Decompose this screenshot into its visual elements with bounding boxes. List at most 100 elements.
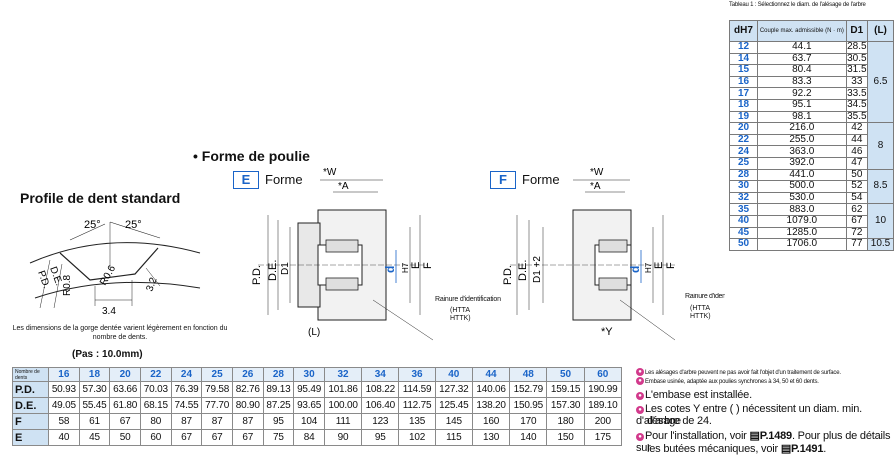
- value-cell: 190.99: [583, 381, 623, 398]
- torque-cell: 44.1: [757, 41, 847, 54]
- value-cell: 82.76: [231, 381, 264, 398]
- bore-cell: 20: [729, 122, 758, 135]
- forme-f-word: Forme: [522, 172, 560, 187]
- note-5-text-d: .: [823, 443, 827, 455]
- value-cell: 175: [583, 429, 623, 446]
- note-5-ref[interactable]: P.1489: [759, 430, 792, 442]
- bore-cell: 19: [729, 110, 758, 124]
- d1-cell: 30.5: [845, 52, 869, 66]
- note-4-cont: d'arbre de 24.: [647, 415, 712, 427]
- teeth-count-cell: 25: [201, 367, 233, 382]
- value-cell: 130: [471, 429, 511, 446]
- value-cell: 67: [201, 429, 233, 446]
- l-cell: 10.5: [867, 238, 894, 251]
- teeth-count-cell: 26: [231, 367, 264, 382]
- f-groove-label: Rainure d'identificat: [685, 293, 725, 300]
- note-5-ref2[interactable]: P.1491: [791, 443, 824, 455]
- f-code-label: (HTTA HTTK): [690, 305, 711, 320]
- value-cell: 189.10: [583, 397, 623, 414]
- value-cell: 87: [170, 413, 203, 430]
- radius-label-2: R0.8: [62, 274, 73, 296]
- angle-label-2: 25°: [125, 219, 142, 231]
- e-l-label: (L): [308, 327, 320, 338]
- row-label: E: [12, 429, 49, 446]
- d1-cell: 33.5: [845, 87, 869, 100]
- f-d-label: d: [628, 266, 642, 273]
- value-cell: 67: [170, 429, 203, 446]
- torque-cell: 1285.0: [757, 226, 847, 240]
- d1-cell: 67: [845, 214, 869, 228]
- torque-cell: 255.0: [757, 133, 847, 147]
- e-e-label: E: [410, 262, 422, 269]
- value-cell: 159.15: [546, 381, 585, 398]
- d1-cell: 50: [845, 168, 869, 182]
- bore-cell: 24: [729, 145, 758, 158]
- value-cell: 45: [78, 429, 111, 446]
- value-cell: 108.22: [361, 381, 400, 398]
- f-a-label: *A: [590, 181, 601, 192]
- value-cell: 123: [361, 413, 400, 430]
- torque-cell: 95.1: [757, 98, 847, 112]
- value-cell: 61.80: [109, 397, 141, 414]
- value-cell: 70.03: [139, 381, 172, 398]
- value-cell: 74.55: [170, 397, 203, 414]
- profile-pitch: (Pas : 10.0mm): [72, 349, 143, 360]
- torque-cell: 530.0: [757, 191, 847, 205]
- value-cell: 157.30: [546, 397, 585, 414]
- row-label: P.D.: [12, 381, 49, 398]
- teeth-count-cell: 34: [361, 367, 400, 382]
- l-cell: 8.5: [867, 168, 894, 205]
- teeth-count-cell: 16: [48, 367, 80, 382]
- e-de-label: D.E.: [267, 260, 279, 281]
- value-cell: 95: [361, 429, 400, 446]
- value-cell: 67: [231, 429, 264, 446]
- value-cell: 87: [231, 413, 264, 430]
- d1-cell: 42: [845, 122, 869, 135]
- bore-cell: 25: [729, 156, 758, 170]
- value-cell: 80.90: [231, 397, 264, 414]
- teeth-count-cell: 30: [293, 367, 325, 382]
- d1-cell: 62: [845, 203, 869, 216]
- bore-cell: 22: [729, 133, 758, 147]
- f-f-label: F: [665, 262, 677, 269]
- bore-cell: 14: [729, 52, 758, 66]
- bore-cell: 40: [729, 214, 758, 228]
- note-5-text-a: Pour l'installation, voir: [645, 430, 747, 442]
- value-cell: 138.20: [471, 397, 511, 414]
- d1-cell: 46: [845, 145, 869, 158]
- teeth-count-cell: 18: [78, 367, 111, 382]
- pin-icon: ●: [636, 392, 644, 400]
- e-code-label: (HTTA HTTK): [450, 307, 471, 322]
- bore-cell: 50: [729, 238, 758, 251]
- value-cell: 40: [48, 429, 80, 446]
- bore-cell: 16: [729, 75, 758, 89]
- forme-e-letter: E: [233, 171, 259, 189]
- d1-cell: 28.5: [845, 41, 869, 54]
- d1-cell: 52: [845, 180, 869, 193]
- value-cell: 106.40: [361, 397, 400, 414]
- torque-cell: 83.3: [757, 75, 847, 89]
- shaft-table-caption: Tableau 1 : Sélectionnez le diam. de l'a…: [729, 2, 866, 8]
- value-cell: 170: [509, 413, 548, 430]
- value-cell: 77.70: [201, 397, 233, 414]
- value-cell: 87: [201, 413, 233, 430]
- bore-cell: 15: [729, 64, 758, 77]
- teeth-count-cell: 28: [262, 367, 295, 382]
- bore-cell: 28: [729, 168, 758, 182]
- value-cell: 80: [139, 413, 172, 430]
- bore-cell: 18: [729, 98, 758, 112]
- value-cell: 150: [546, 429, 585, 446]
- note-5-text-c: les butées mécaniques, voir: [647, 443, 778, 455]
- note-4: ●Les cotes Y entre ( ) nécessitent un di…: [636, 403, 896, 427]
- col-torque: Couple max. admissible (N · m): [757, 20, 847, 42]
- teeth-count-cell: 22: [139, 367, 172, 382]
- torque-cell: 363.0: [757, 145, 847, 158]
- value-cell: 90: [323, 429, 363, 446]
